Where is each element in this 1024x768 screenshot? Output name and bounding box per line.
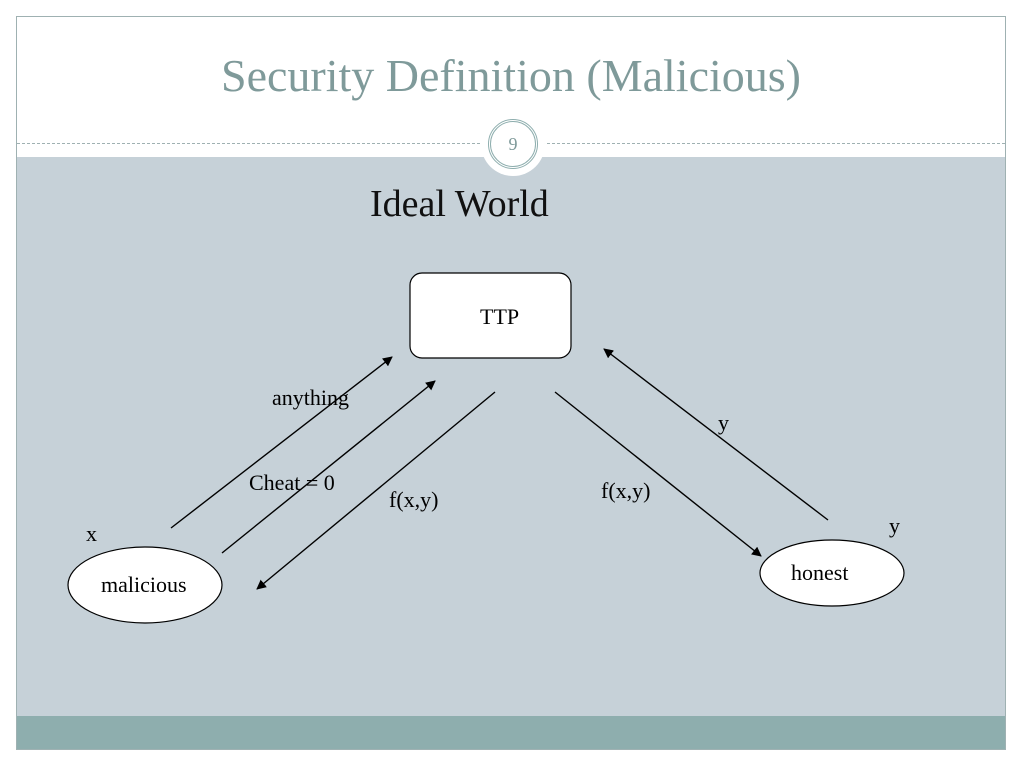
ttp-box bbox=[409, 272, 572, 359]
arrow-fxy-to-honest bbox=[554, 391, 762, 557]
honest-node bbox=[759, 539, 905, 607]
label-y-edge: y bbox=[718, 410, 729, 435]
ttp-label: TTP bbox=[480, 304, 519, 329]
ideal-world-heading: Ideal World bbox=[370, 183, 549, 225]
arrow-fxy-to-malicious bbox=[256, 391, 496, 590]
label-fxy-malicious: f(x,y) bbox=[389, 487, 438, 512]
slide-title: Security Definition (Malicious) bbox=[221, 50, 801, 101]
label-fxy-honest: f(x,y) bbox=[601, 478, 650, 503]
label-cheat: Cheat = 0 bbox=[249, 470, 335, 495]
arrow-y-to-ttp bbox=[603, 348, 829, 521]
label-input-y: y bbox=[889, 513, 900, 538]
label-input-x: x bbox=[86, 521, 97, 546]
footer-bar bbox=[17, 716, 1005, 749]
arrow-cheat bbox=[221, 380, 436, 554]
slide: Security Definition (Malicious) 9 bbox=[16, 16, 1006, 750]
honest-label: honest bbox=[791, 560, 848, 585]
malicious-label: malicious bbox=[101, 572, 187, 597]
page-number-badge: 9 bbox=[481, 112, 545, 176]
malicious-node bbox=[67, 546, 223, 624]
label-anything: anything bbox=[272, 385, 349, 410]
page-number: 9 bbox=[488, 119, 538, 169]
content-area bbox=[17, 157, 1005, 717]
arrow-anything bbox=[170, 356, 393, 529]
